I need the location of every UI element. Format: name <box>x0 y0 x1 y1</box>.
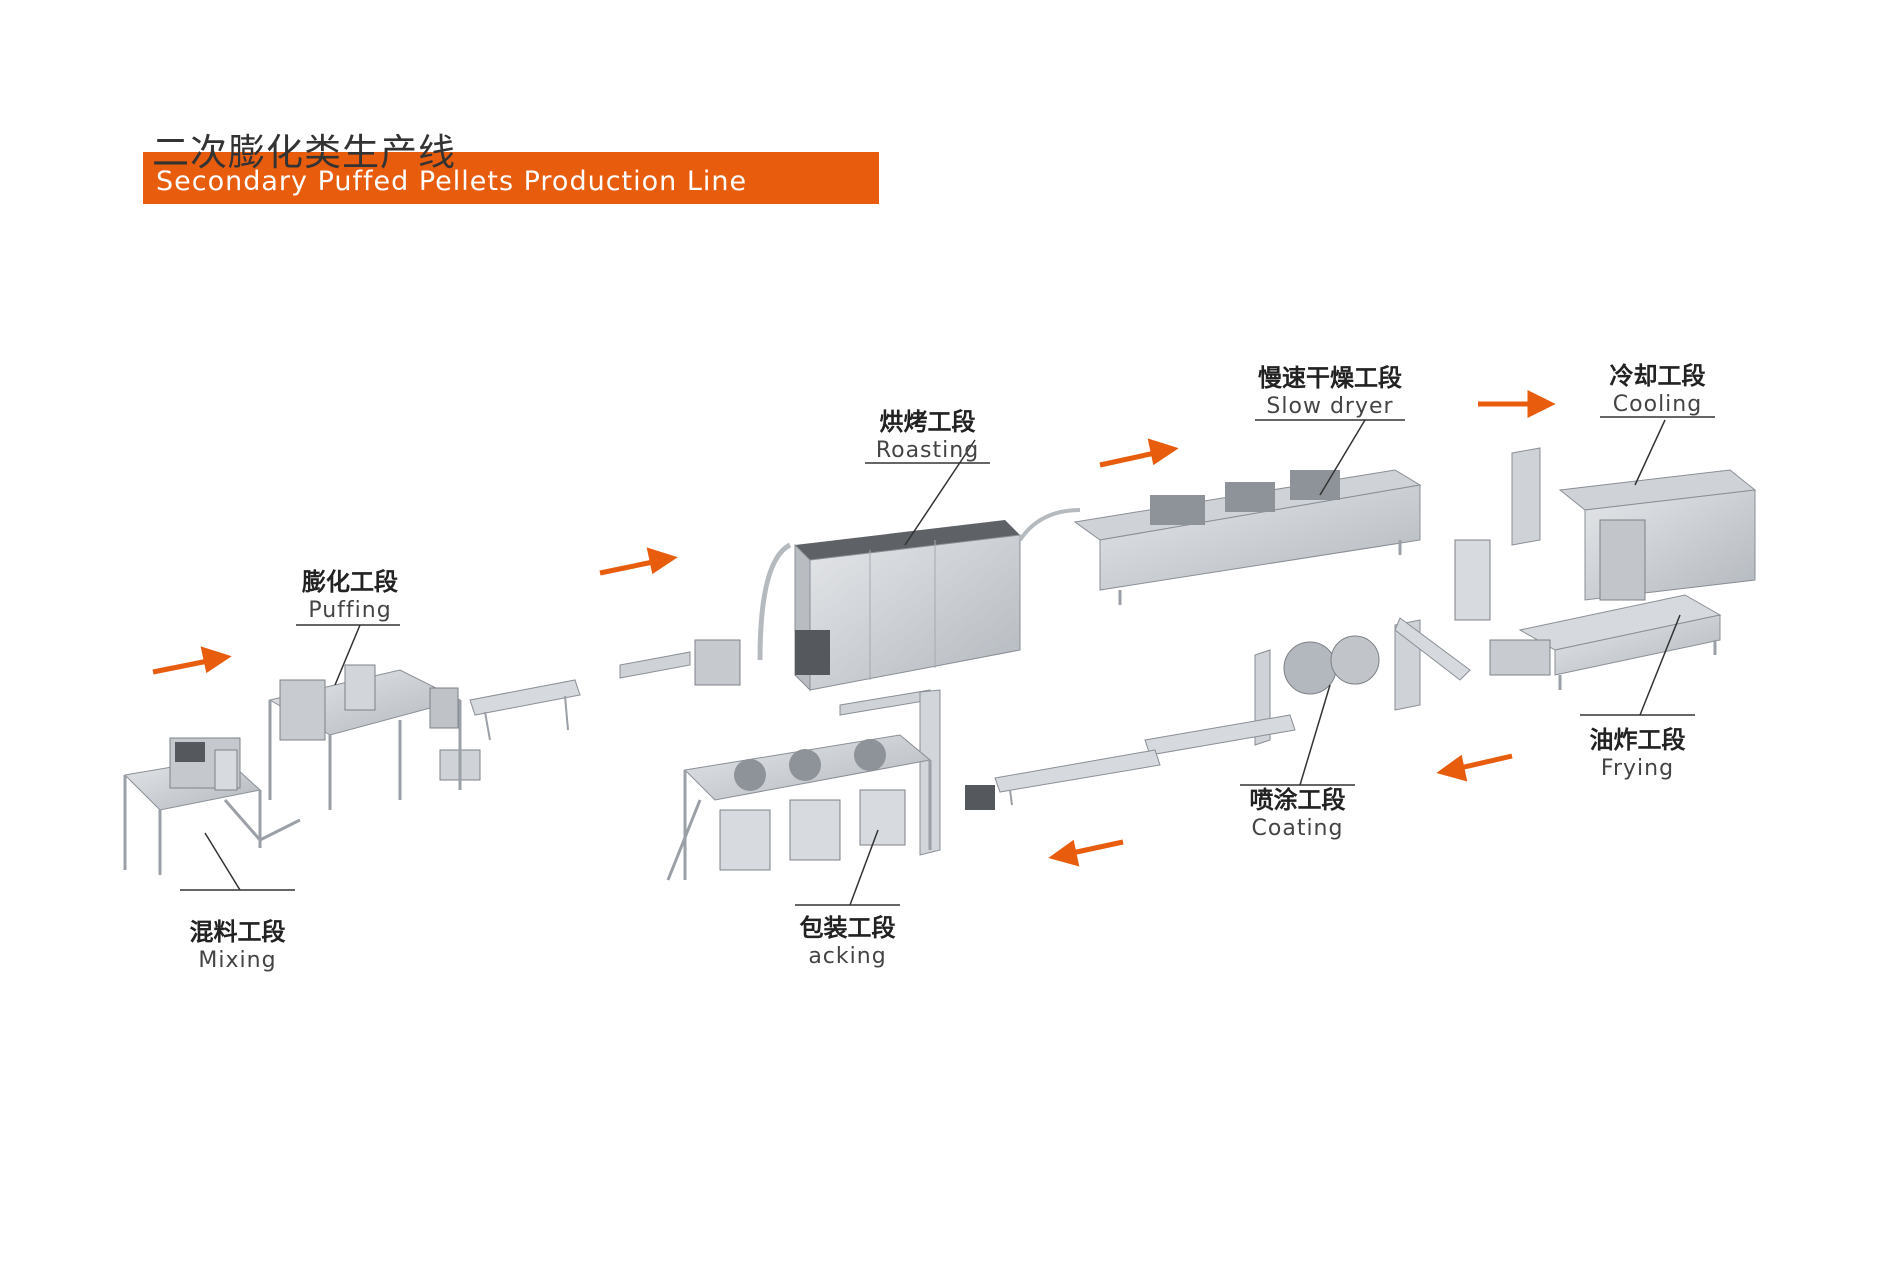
roasting-oven <box>794 439 1081 692</box>
stage-label-packing: 包装工段 acking <box>790 908 905 969</box>
title-english: Secondary Puffed Pellets Production Line <box>156 166 748 197</box>
stage-label-roasting: 烘烤工段 Roasting <box>865 402 990 463</box>
flow-arrow-5 <box>1436 753 1513 782</box>
stage-label-coating-cn: 喷涂工段 <box>1249 786 1346 814</box>
stage-label-frying-cn: 油炸工段 <box>1589 726 1686 754</box>
flow-arrow-2 <box>599 547 678 576</box>
stage-label-packing-en: acking <box>808 944 887 969</box>
stage-label-mixing: 混料工段 Mixing <box>180 912 295 973</box>
stage-label-mixing-cn: 混料工段 <box>189 918 286 946</box>
title-bar <box>143 152 879 204</box>
stage-label-puffing-en: Puffing <box>308 598 392 623</box>
stage-label-puffing: 膨化工段 Puffing <box>295 562 405 623</box>
coating-conveyor <box>994 714 1296 806</box>
flow-arrow-6 <box>1048 839 1124 867</box>
stage-label-cooling: 冷却工段 Cooling <box>1600 356 1715 417</box>
stage-label-roasting-en: Roasting <box>875 438 980 463</box>
title-chinese: 二次膨化类生产线 <box>152 131 456 174</box>
flow-arrows <box>152 389 1556 867</box>
puffing-conveyor <box>469 679 581 741</box>
stage-label-cooling-cn: 冷却工段 <box>1609 362 1706 390</box>
packing-platform <box>666 734 932 906</box>
stage-label-mixing-en: Mixing <box>198 948 277 973</box>
mixing-machine <box>123 737 301 891</box>
cooling-elevator <box>1454 447 1541 621</box>
stage-label-cooling-en: Cooling <box>1612 392 1703 417</box>
stage-label-packing-cn: 包装工段 <box>799 914 896 942</box>
puffing-machine <box>268 624 481 810</box>
cooling-machine <box>1558 419 1757 601</box>
stage-label-coating: 喷涂工段 Coating <box>1240 780 1355 841</box>
stage-label-slow-dryer-en: Slow dryer <box>1266 394 1394 419</box>
stage-label-slow-dryer-cn: 慢速干燥工段 <box>1258 364 1402 392</box>
coating-machine <box>1254 617 1471 786</box>
flow-arrow-3 <box>1099 438 1179 468</box>
flow-arrow-4 <box>1478 389 1556 419</box>
stage-label-slow-dryer: 慢速干燥工段 Slow dryer <box>1255 358 1405 419</box>
frying-machine <box>1489 594 1722 716</box>
stage-label-coating-en: Coating <box>1251 816 1344 841</box>
roasting-feeder <box>619 542 792 686</box>
stage-label-roasting-cn: 烘烤工段 <box>879 408 976 436</box>
flow-arrow-1 <box>152 646 232 675</box>
stage-label-frying-en: Frying <box>1600 756 1675 781</box>
stage-label-frying: 油炸工段 Frying <box>1580 720 1695 781</box>
label-underlines <box>180 416 1715 906</box>
slow-dryer-machine <box>1073 419 1422 605</box>
stage-label-puffing-cn: 膨化工段 <box>302 568 398 596</box>
